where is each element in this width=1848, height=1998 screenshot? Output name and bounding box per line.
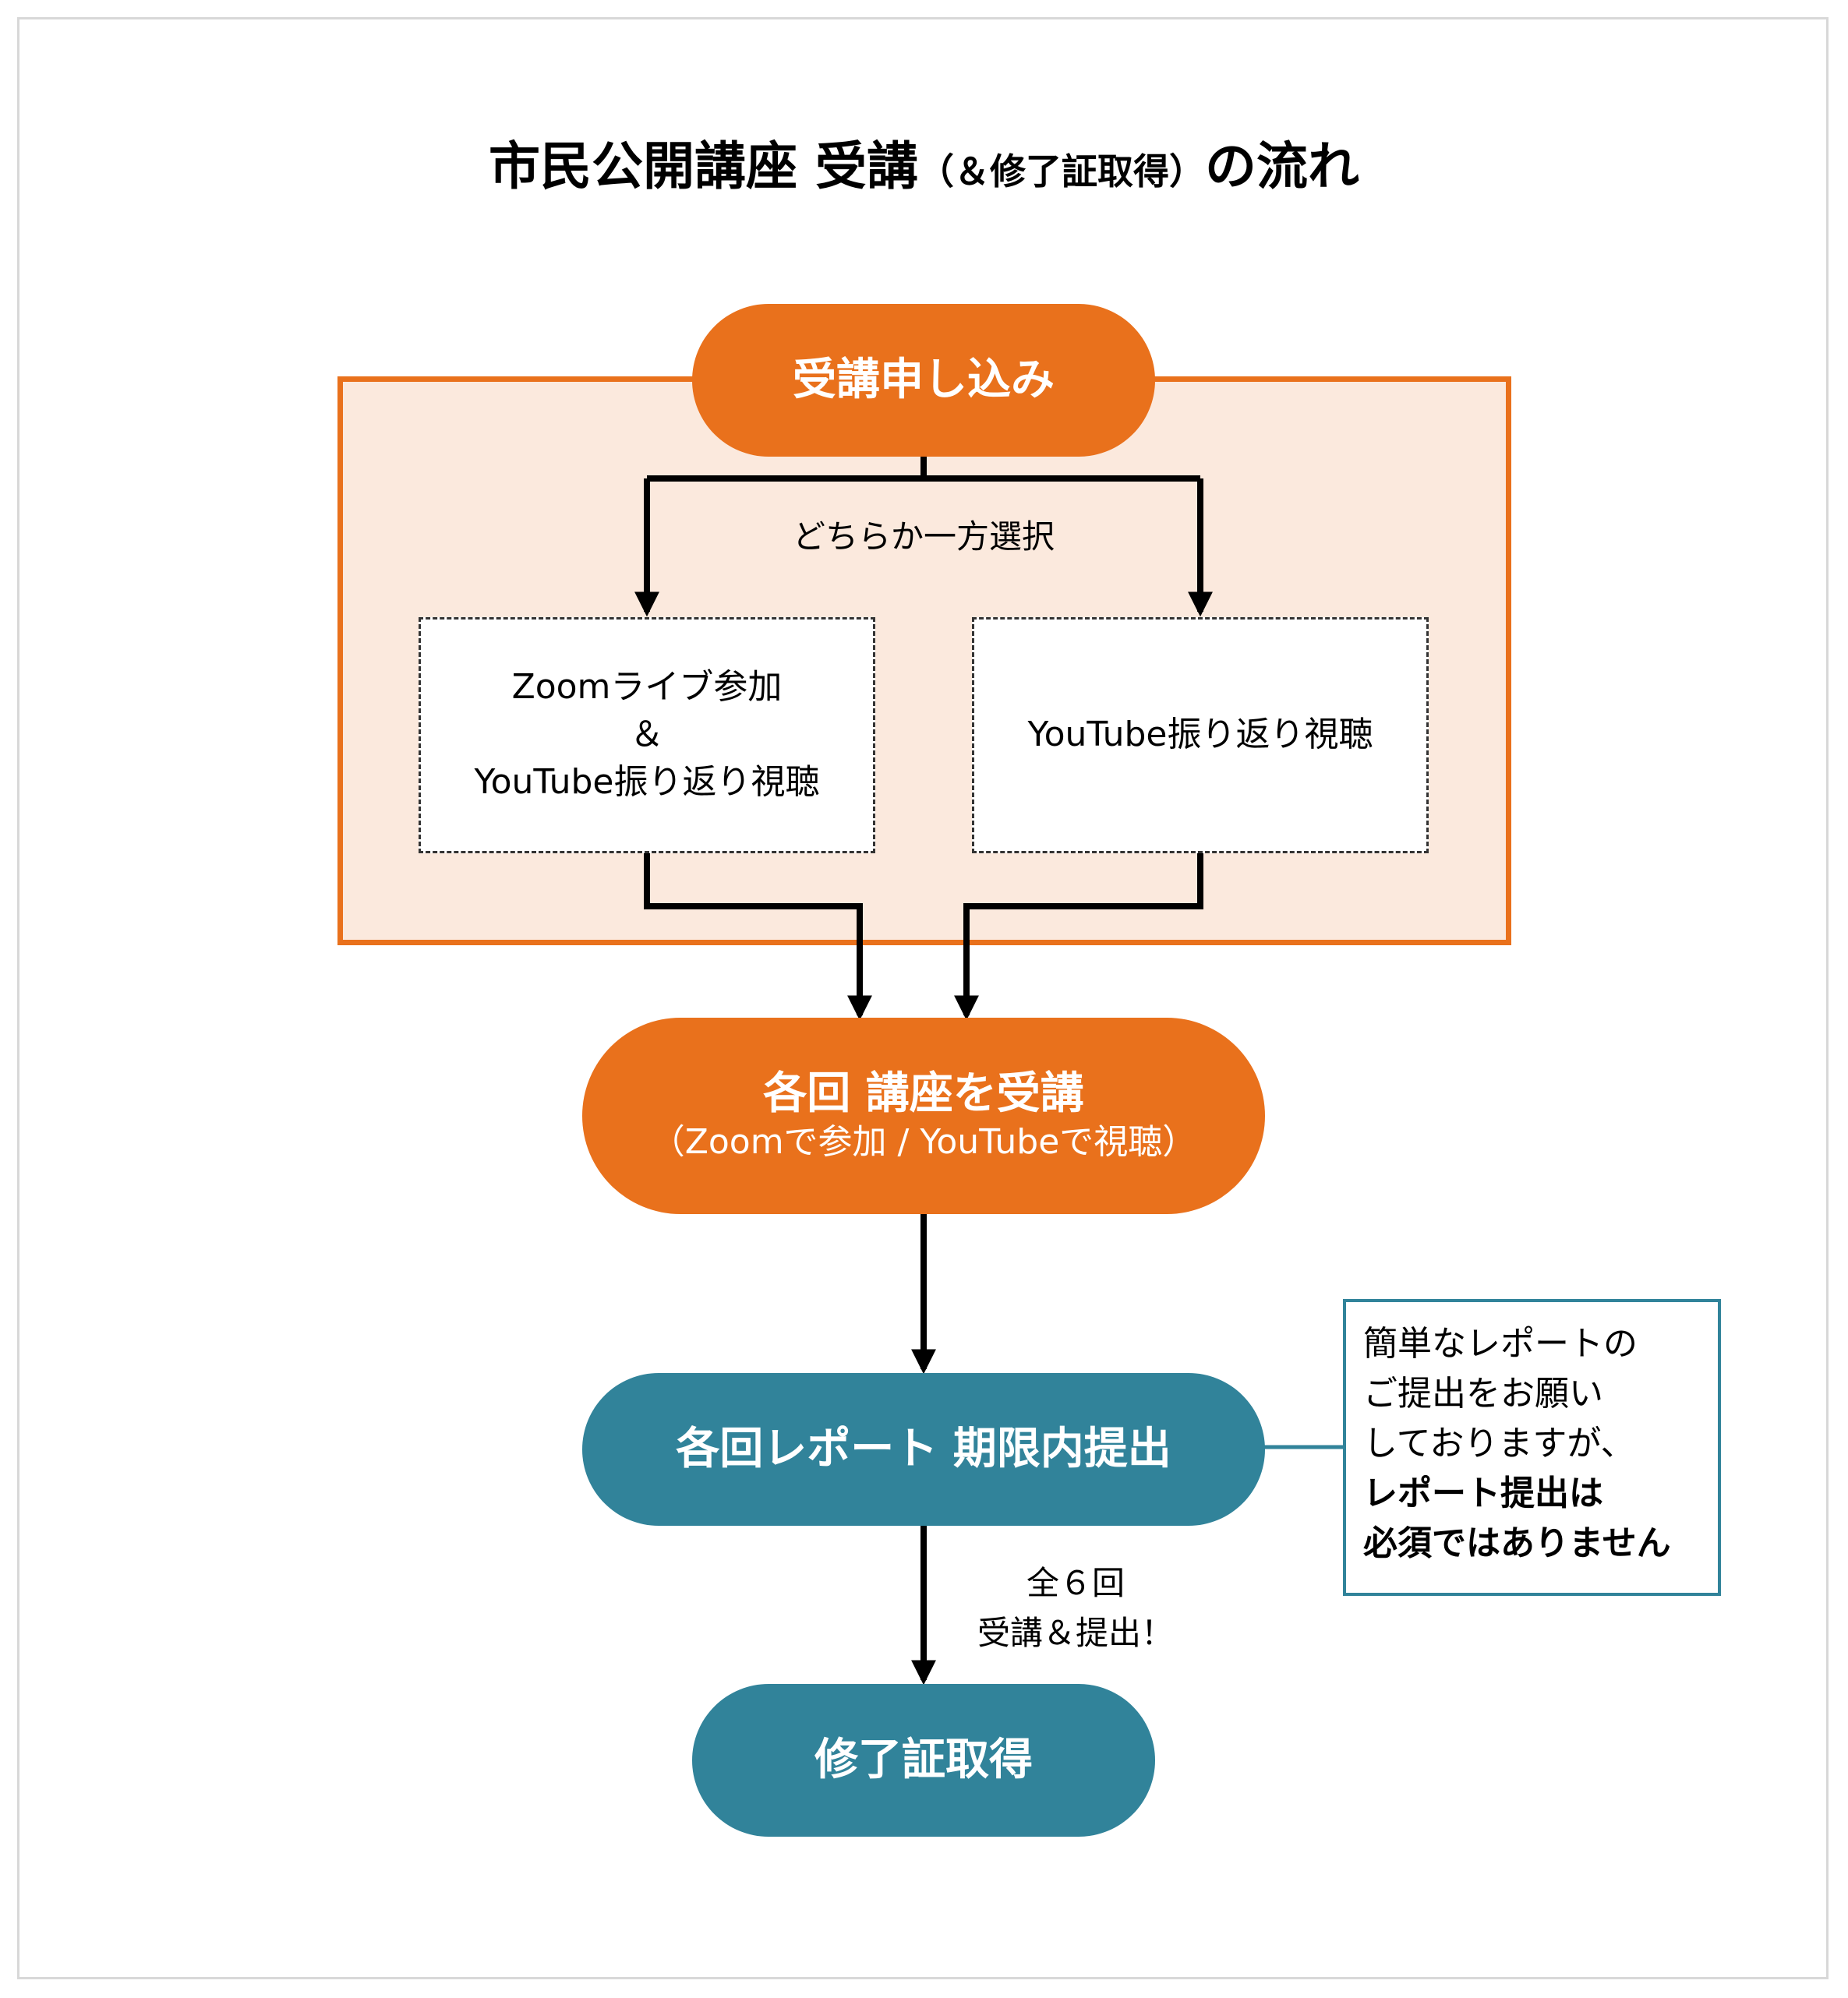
arrow-option-b-to-attend <box>954 853 1203 1021</box>
completion-label: 全６回 受講＆提出！ <box>920 1559 1231 1658</box>
outer-frame <box>17 17 1829 1979</box>
title-paren: （＆修了証取得） <box>917 150 1205 192</box>
option-a-line2: ＆ <box>630 715 664 755</box>
arrow-option-a-to-attend <box>644 853 872 1021</box>
step-attend: 各回 講座を受講 （Zoomで参加 / YouTubeで視聴） <box>582 1018 1265 1214</box>
note-line2: ご提出をお願い <box>1363 1374 1603 1414</box>
step-report: 各回レポート 期限内提出 <box>582 1373 1265 1526</box>
note-line3: しておりますが、 <box>1363 1424 1635 1463</box>
option-zoom-youtube: Zoomライブ参加 ＆ YouTube振り返り視聴 <box>419 617 875 853</box>
step-certificate: 修了証取得 <box>692 1684 1155 1837</box>
note-line1: 簡単なレポートの <box>1363 1324 1638 1364</box>
option-b-label: YouTube振り返り視聴 <box>1027 715 1373 755</box>
step-report-label: 各回レポート 期限内提出 <box>676 1424 1171 1475</box>
choose-one-label: どちらか一方選択 <box>792 517 1055 556</box>
note-line4: レポート提出は <box>1363 1474 1603 1513</box>
page-title: 市民公開講座 受講（＆修了証取得）の流れ <box>0 125 1848 203</box>
completion-line1: 全６回 <box>1026 1564 1125 1602</box>
title-suffix: の流れ <box>1204 136 1359 196</box>
option-a-line3: YouTube振り返り視聴 <box>474 761 820 802</box>
title-main: 市民公開講座 受講 <box>489 136 918 196</box>
report-note-box: 簡単なレポートの ご提出をお願い しておりますが、 レポート提出は 必須ではあり… <box>1343 1299 1721 1596</box>
step-attend-sublabel: （Zoomで参加 / YouTubeで視聴） <box>650 1122 1197 1162</box>
note-line5: 必須ではありません <box>1363 1523 1671 1563</box>
completion-line2: 受講＆提出！ <box>977 1614 1174 1652</box>
option-a-line1: Zoomライブ参加 <box>511 667 783 708</box>
step-apply: 受講申し込み <box>692 304 1155 457</box>
step-attend-label: 各回 講座を受講 <box>763 1068 1084 1119</box>
step-certificate-label: 修了証取得 <box>814 1735 1033 1786</box>
option-youtube-only: YouTube振り返り視聴 <box>972 617 1429 853</box>
step-apply-label: 受講申し込み <box>793 355 1055 406</box>
